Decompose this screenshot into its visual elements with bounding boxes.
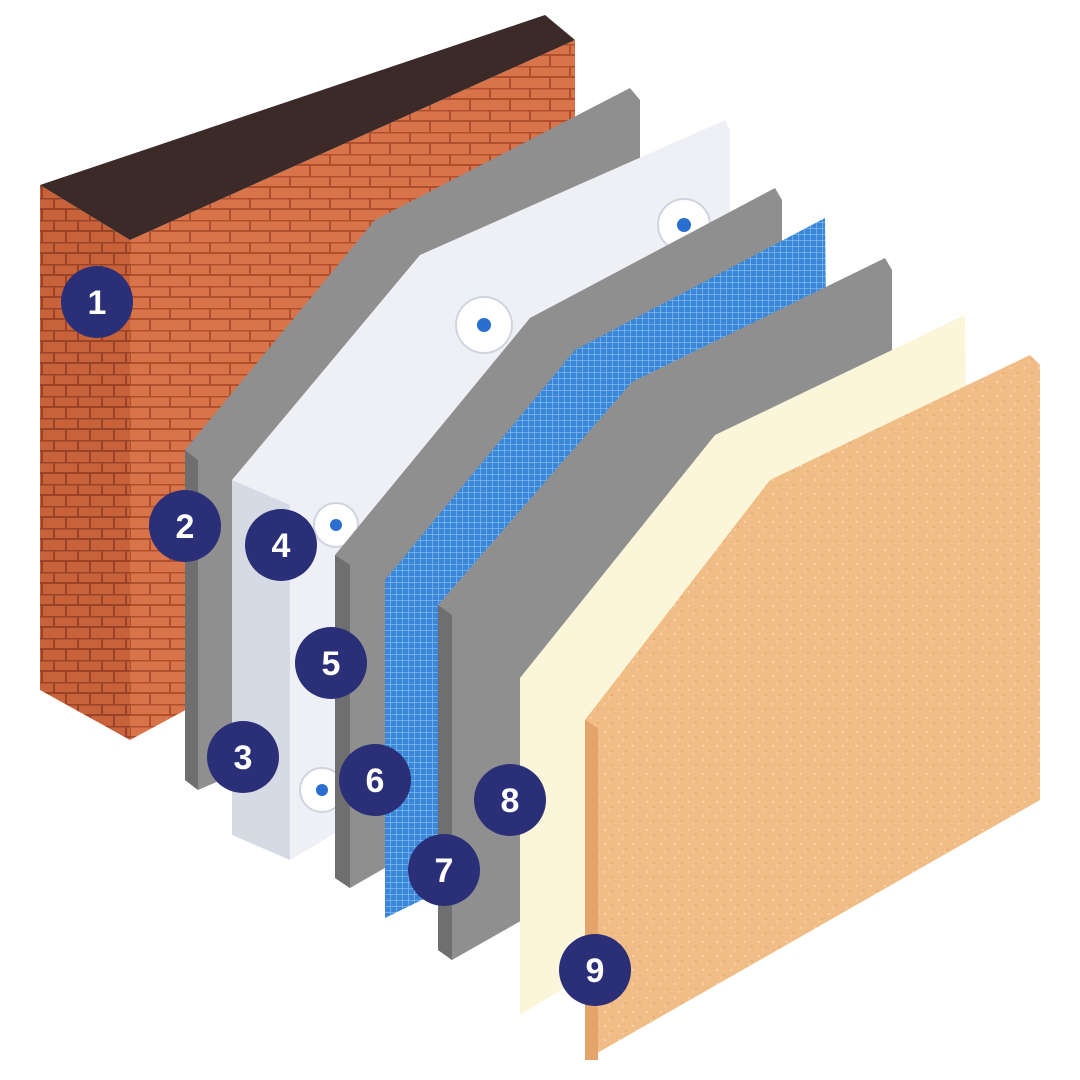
marker-circle [559,934,631,1006]
base-coat-edge [335,555,350,888]
marker-circle [207,721,279,793]
marker-number: 3 [234,739,253,777]
marker-circle [295,627,367,699]
marker-circle [474,764,546,836]
marker-finish-base-coat: 7 [408,834,480,906]
marker-circle [245,509,317,581]
marker-number: 8 [501,782,520,820]
decorative-plaster-edge [585,720,598,1060]
dowel [299,767,345,813]
marker-reinforcing-mesh: 6 [339,744,411,816]
dowel [455,296,513,354]
marker-number: 2 [176,508,195,546]
finish-base-coat-edge [438,605,452,960]
marker-number: 5 [322,645,341,683]
marker-primer-layer: 8 [474,764,546,836]
marker-circle [408,834,480,906]
brick-wall-top [40,15,575,240]
marker-circle [149,490,221,562]
marker-adhesive-layer: 2 [149,490,221,562]
marker-decorative-plaster: 9 [559,934,631,1006]
dowel [313,502,359,548]
marker-circle [61,266,133,338]
marker-number: 4 [272,527,291,565]
decorative-plaster-face [585,355,1040,1060]
marker-number: 9 [586,952,605,990]
marker-circle [339,744,411,816]
layer-markers: 1 2 3 4 5 6 7 8 9 [61,266,631,1006]
marker-number: 6 [366,762,385,800]
marker-insulation-board: 3 [207,721,279,793]
marker-number: 1 [88,284,107,322]
marker-brick-wall: 1 [61,266,133,338]
marker-anchor-dowels: 4 [245,509,317,581]
marker-number: 7 [435,852,454,890]
marker-base-coat: 5 [295,627,367,699]
